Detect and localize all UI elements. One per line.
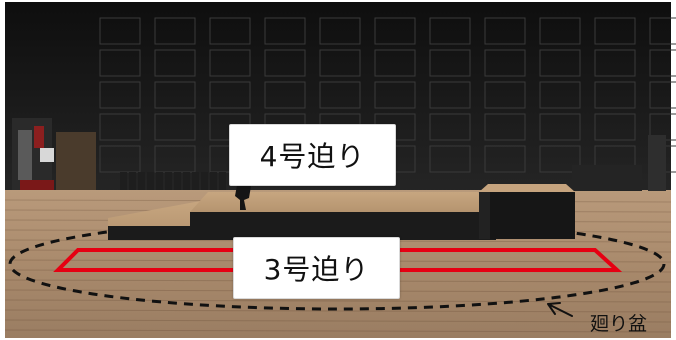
stage-equipment-right [572, 135, 666, 191]
stage-chairs [120, 172, 226, 190]
backdrop-panel [374, 81, 416, 109]
floor-board-line [4, 309, 672, 313]
backdrop-panel [539, 17, 581, 45]
performer-silhouette [235, 180, 252, 210]
backdrop-panel [154, 81, 196, 109]
tall-platform-block [479, 184, 575, 239]
chair [192, 172, 199, 190]
backdrop-panel [209, 49, 251, 77]
backdrop-panel [539, 145, 581, 173]
floor-board-line [4, 299, 672, 303]
backdrop-panel [539, 81, 581, 109]
backdrop-panel [649, 49, 676, 77]
backdrop-panel [209, 81, 251, 109]
chair [129, 172, 136, 190]
backdrop-panel [429, 81, 471, 109]
chair [174, 172, 181, 190]
backdrop-panel [429, 49, 471, 77]
trap4-label-text: 4号迫り [259, 140, 366, 173]
turntable-label: 廻り盆 [590, 313, 648, 335]
floor-board-line [4, 319, 672, 323]
backdrop-panel [99, 113, 141, 141]
trap3-label-text: 3号迫り [263, 253, 370, 286]
backdrop-panel [154, 49, 196, 77]
chair [156, 172, 163, 190]
backdrop-panel [484, 145, 526, 173]
backdrop-panel [484, 81, 526, 109]
backdrop-panel [484, 113, 526, 141]
backdrop-panel [539, 113, 581, 141]
main-platform [190, 192, 496, 240]
backdrop-panel [649, 113, 676, 141]
backdrop-panel [99, 17, 141, 45]
backdrop-panel [429, 145, 471, 173]
backdrop-panel [264, 81, 306, 109]
backdrop-panel [594, 113, 636, 141]
backdrop-panel [99, 49, 141, 77]
trap3-label: 3号迫り [233, 237, 400, 299]
floor-board-line [4, 329, 672, 333]
backdrop-panel [154, 17, 196, 45]
backdrop-panel [594, 81, 636, 109]
chair [147, 172, 154, 190]
backdrop-panel [429, 113, 471, 141]
backdrop-panel [319, 49, 361, 77]
chair [165, 172, 172, 190]
backdrop-panel [539, 49, 581, 77]
stage-equipment-left [12, 118, 96, 190]
backdrop-panel [594, 17, 636, 45]
backdrop-panel [594, 49, 636, 77]
trap4-label: 4号迫り [229, 124, 396, 186]
backdrop-panel [374, 49, 416, 77]
backdrop-panel [374, 17, 416, 45]
chair [201, 172, 208, 190]
chair [120, 172, 127, 190]
turntable-outline [8, 217, 666, 311]
low-platform [108, 200, 206, 240]
backdrop-panel [319, 81, 361, 109]
chair [138, 172, 145, 190]
chair [183, 172, 190, 190]
backdrop-panel [649, 17, 676, 45]
backdrop-panel [429, 17, 471, 45]
backdrop-panel [264, 49, 306, 77]
backdrop-panel [264, 17, 306, 45]
chair [219, 172, 226, 190]
trap3-outline [53, 248, 623, 272]
backdrop-panel [319, 17, 361, 45]
backdrop-panel [99, 81, 141, 109]
backdrop-panel [649, 81, 676, 109]
turntable-pointer-arrow [547, 302, 573, 317]
chair [210, 172, 217, 190]
backdrop-panel [484, 17, 526, 45]
backdrop-panel [209, 17, 251, 45]
backdrop-panel [154, 113, 196, 141]
backdrop-panel [484, 49, 526, 77]
